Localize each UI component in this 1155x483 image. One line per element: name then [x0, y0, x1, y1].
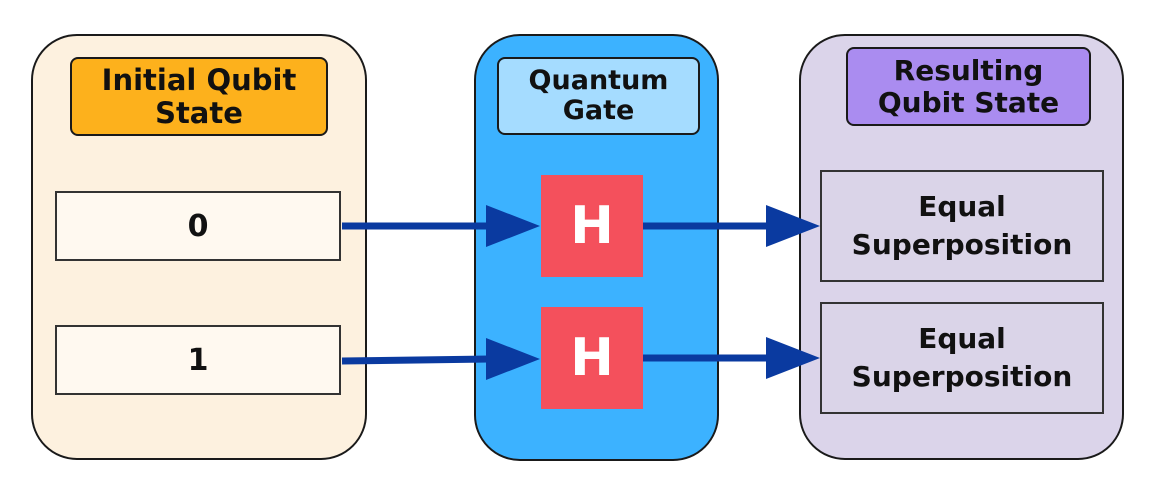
hadamard-gate-label-1: H — [570, 328, 614, 388]
initial-state-title: Initial Qubit State — [70, 57, 328, 136]
output-state-box-1: Equal Superposition — [820, 302, 1104, 414]
hadamard-gate-1: H — [541, 307, 643, 409]
hadamard-gate-0: H — [541, 175, 643, 277]
input-state-label-1: 1 — [187, 342, 209, 378]
output-state-box-0: Equal Superposition — [820, 170, 1104, 282]
resulting-state-title-text: Resulting Qubit State — [877, 54, 1060, 119]
input-state-box-1: 1 — [55, 325, 341, 395]
hadamard-gate-label-0: H — [570, 196, 614, 256]
output-state-label-0: Equal Superposition — [851, 190, 1073, 261]
input-state-box-0: 0 — [55, 191, 341, 261]
input-state-label-0: 0 — [187, 208, 209, 244]
quantum-gate-title-text: Quantum Gate — [528, 64, 669, 126]
initial-state-title-text: Initial Qubit State — [101, 63, 297, 130]
output-state-label-1: Equal Superposition — [851, 322, 1073, 393]
resulting-state-title: Resulting Qubit State — [846, 47, 1091, 126]
quantum-gate-title: Quantum Gate — [497, 57, 700, 135]
